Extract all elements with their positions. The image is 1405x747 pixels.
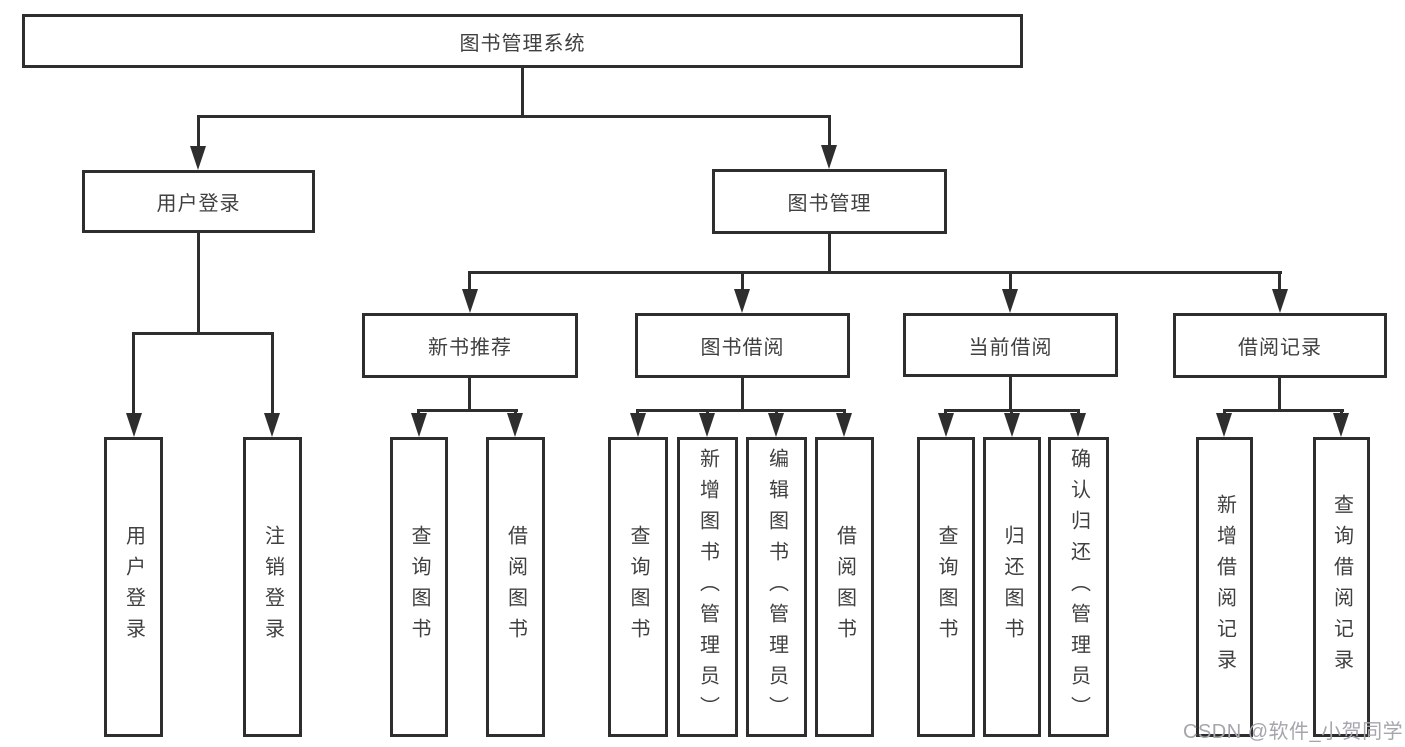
node-borrow-records-label: 借阅记录 <box>1238 337 1322 359</box>
leaf-edit-books-admin-label: 编辑图书（管理员） <box>765 447 788 727</box>
node-new-book-recommend: 新书推荐 <box>362 313 578 378</box>
arrow-down-icon <box>630 413 646 437</box>
connector-stub <box>1077 409 1080 416</box>
arrow-down-icon <box>264 413 280 437</box>
node-root: 图书管理系统 <box>22 14 1023 68</box>
connector-userlogin-bus <box>132 332 274 335</box>
node-book-management: 图书管理 <box>712 169 947 234</box>
leaf-add-books-admin-label: 新增图书（管理员） <box>696 447 719 727</box>
arrow-down-icon <box>821 145 837 169</box>
connector-stub-user-login <box>197 115 200 146</box>
leaf-add-borrow-record-label: 新增借阅记录 <box>1213 494 1236 680</box>
leaf-borrow-books-label: 借阅图书 <box>833 525 856 649</box>
connector-currentborrow-trunk <box>1009 375 1012 412</box>
connector-stub-leaf-logout <box>271 332 274 416</box>
arrow-down-icon <box>1272 289 1288 313</box>
leaf-query-books-current: 查询图书 <box>917 437 975 737</box>
leaf-query-books-borrow-label: 查询图书 <box>627 525 649 649</box>
node-book-management-label: 图书管理 <box>787 193 872 215</box>
leaf-query-books-current-label: 查询图书 <box>935 525 957 649</box>
connector-stub <box>1010 409 1013 416</box>
connector-stub-current-borrow <box>1009 271 1012 291</box>
arrow-down-icon <box>190 146 206 170</box>
arrow-down-icon <box>1002 289 1018 313</box>
connector-stub-book-borrow <box>741 271 744 291</box>
connector-stub-borrow-records <box>1278 271 1281 291</box>
node-user-login: 用户登录 <box>82 170 315 233</box>
arrow-down-icon <box>126 413 142 437</box>
connector-newbook-trunk <box>468 376 471 412</box>
connector-records-trunk <box>1278 376 1281 412</box>
connector-stub <box>706 409 709 416</box>
leaf-add-borrow-record: 新增借阅记录 <box>1196 437 1253 737</box>
arrow-down-icon <box>699 413 715 437</box>
leaf-edit-books-admin: 编辑图书（管理员） <box>746 437 807 737</box>
leaf-query-borrow-record: 查询借阅记录 <box>1313 437 1370 737</box>
node-new-book-recommend-label: 新书推荐 <box>428 337 512 359</box>
connector-root-bus <box>198 115 831 118</box>
arrow-down-icon <box>938 413 954 437</box>
connector-bookborrow-trunk <box>741 376 744 412</box>
connector-stub <box>1223 409 1226 416</box>
connector-stub <box>1340 409 1343 416</box>
leaf-borrow-books-recommend-label: 借阅图书 <box>504 525 527 649</box>
connector-root-trunk <box>521 66 524 118</box>
leaf-logout: 注销登录 <box>243 437 302 737</box>
leaf-return-books-label: 归还图书 <box>1001 525 1023 649</box>
arrow-down-icon <box>768 413 784 437</box>
connector-stub-new-book <box>468 271 471 291</box>
leaf-query-borrow-record-label: 查询借阅记录 <box>1330 494 1353 680</box>
connector-userlogin-trunk <box>197 231 200 335</box>
leaf-user-login-label: 用户登录 <box>122 525 145 649</box>
node-current-borrow: 当前借阅 <box>903 313 1118 377</box>
connector-records-bus <box>1223 409 1344 412</box>
leaf-add-books-admin: 新增图书（管理员） <box>677 437 738 737</box>
leaf-confirm-return-admin-label: 确认归还（管理员） <box>1067 447 1090 727</box>
watermark: CSDN @软件_小贺同学 <box>1183 721 1404 743</box>
leaf-confirm-return-admin: 确认归还（管理员） <box>1048 437 1109 737</box>
node-current-borrow-label: 当前借阅 <box>968 336 1053 359</box>
leaf-borrow-books-recommend: 借阅图书 <box>486 437 545 737</box>
arrow-down-icon <box>734 289 750 313</box>
arrow-down-icon <box>1070 413 1086 437</box>
connector-stub-leaf-login <box>132 332 135 416</box>
connector-newbook-bus <box>417 409 518 412</box>
leaf-logout-label: 注销登录 <box>261 525 284 649</box>
leaf-query-books-recommend-label: 查询图书 <box>408 525 430 649</box>
connector-stub-book-mgmt <box>828 115 831 145</box>
connector-stub <box>775 409 778 416</box>
node-user-login-label: 用户登录 <box>156 193 241 215</box>
arrow-down-icon <box>411 413 427 437</box>
arrow-down-icon <box>507 413 523 437</box>
node-borrow-records: 借阅记录 <box>1173 313 1387 378</box>
connector-bookmgmt-trunk <box>828 232 831 274</box>
arrow-down-icon <box>462 289 478 313</box>
connector-stub <box>636 409 639 416</box>
connector-stub <box>417 409 420 416</box>
leaf-query-books-recommend: 查询图书 <box>390 437 448 737</box>
connector-stub <box>514 409 517 416</box>
node-book-borrow: 图书借阅 <box>635 313 850 378</box>
node-root-label: 图书管理系统 <box>459 32 586 55</box>
connector-bookborrow-bus <box>636 409 846 412</box>
leaf-borrow-books: 借阅图书 <box>815 437 874 737</box>
leaf-query-books-borrow: 查询图书 <box>608 437 668 737</box>
leaf-user-login: 用户登录 <box>104 437 163 737</box>
arrow-down-icon <box>1333 413 1349 437</box>
leaf-return-books: 归还图书 <box>983 437 1041 737</box>
arrow-down-icon <box>1004 413 1020 437</box>
arrow-down-icon <box>836 413 852 437</box>
connector-stub <box>944 409 947 416</box>
connector-bookmgmt-bus <box>468 271 1282 274</box>
connector-stub <box>843 409 846 416</box>
arrow-down-icon <box>1216 413 1232 437</box>
node-book-borrow-label: 图书借阅 <box>700 337 785 359</box>
